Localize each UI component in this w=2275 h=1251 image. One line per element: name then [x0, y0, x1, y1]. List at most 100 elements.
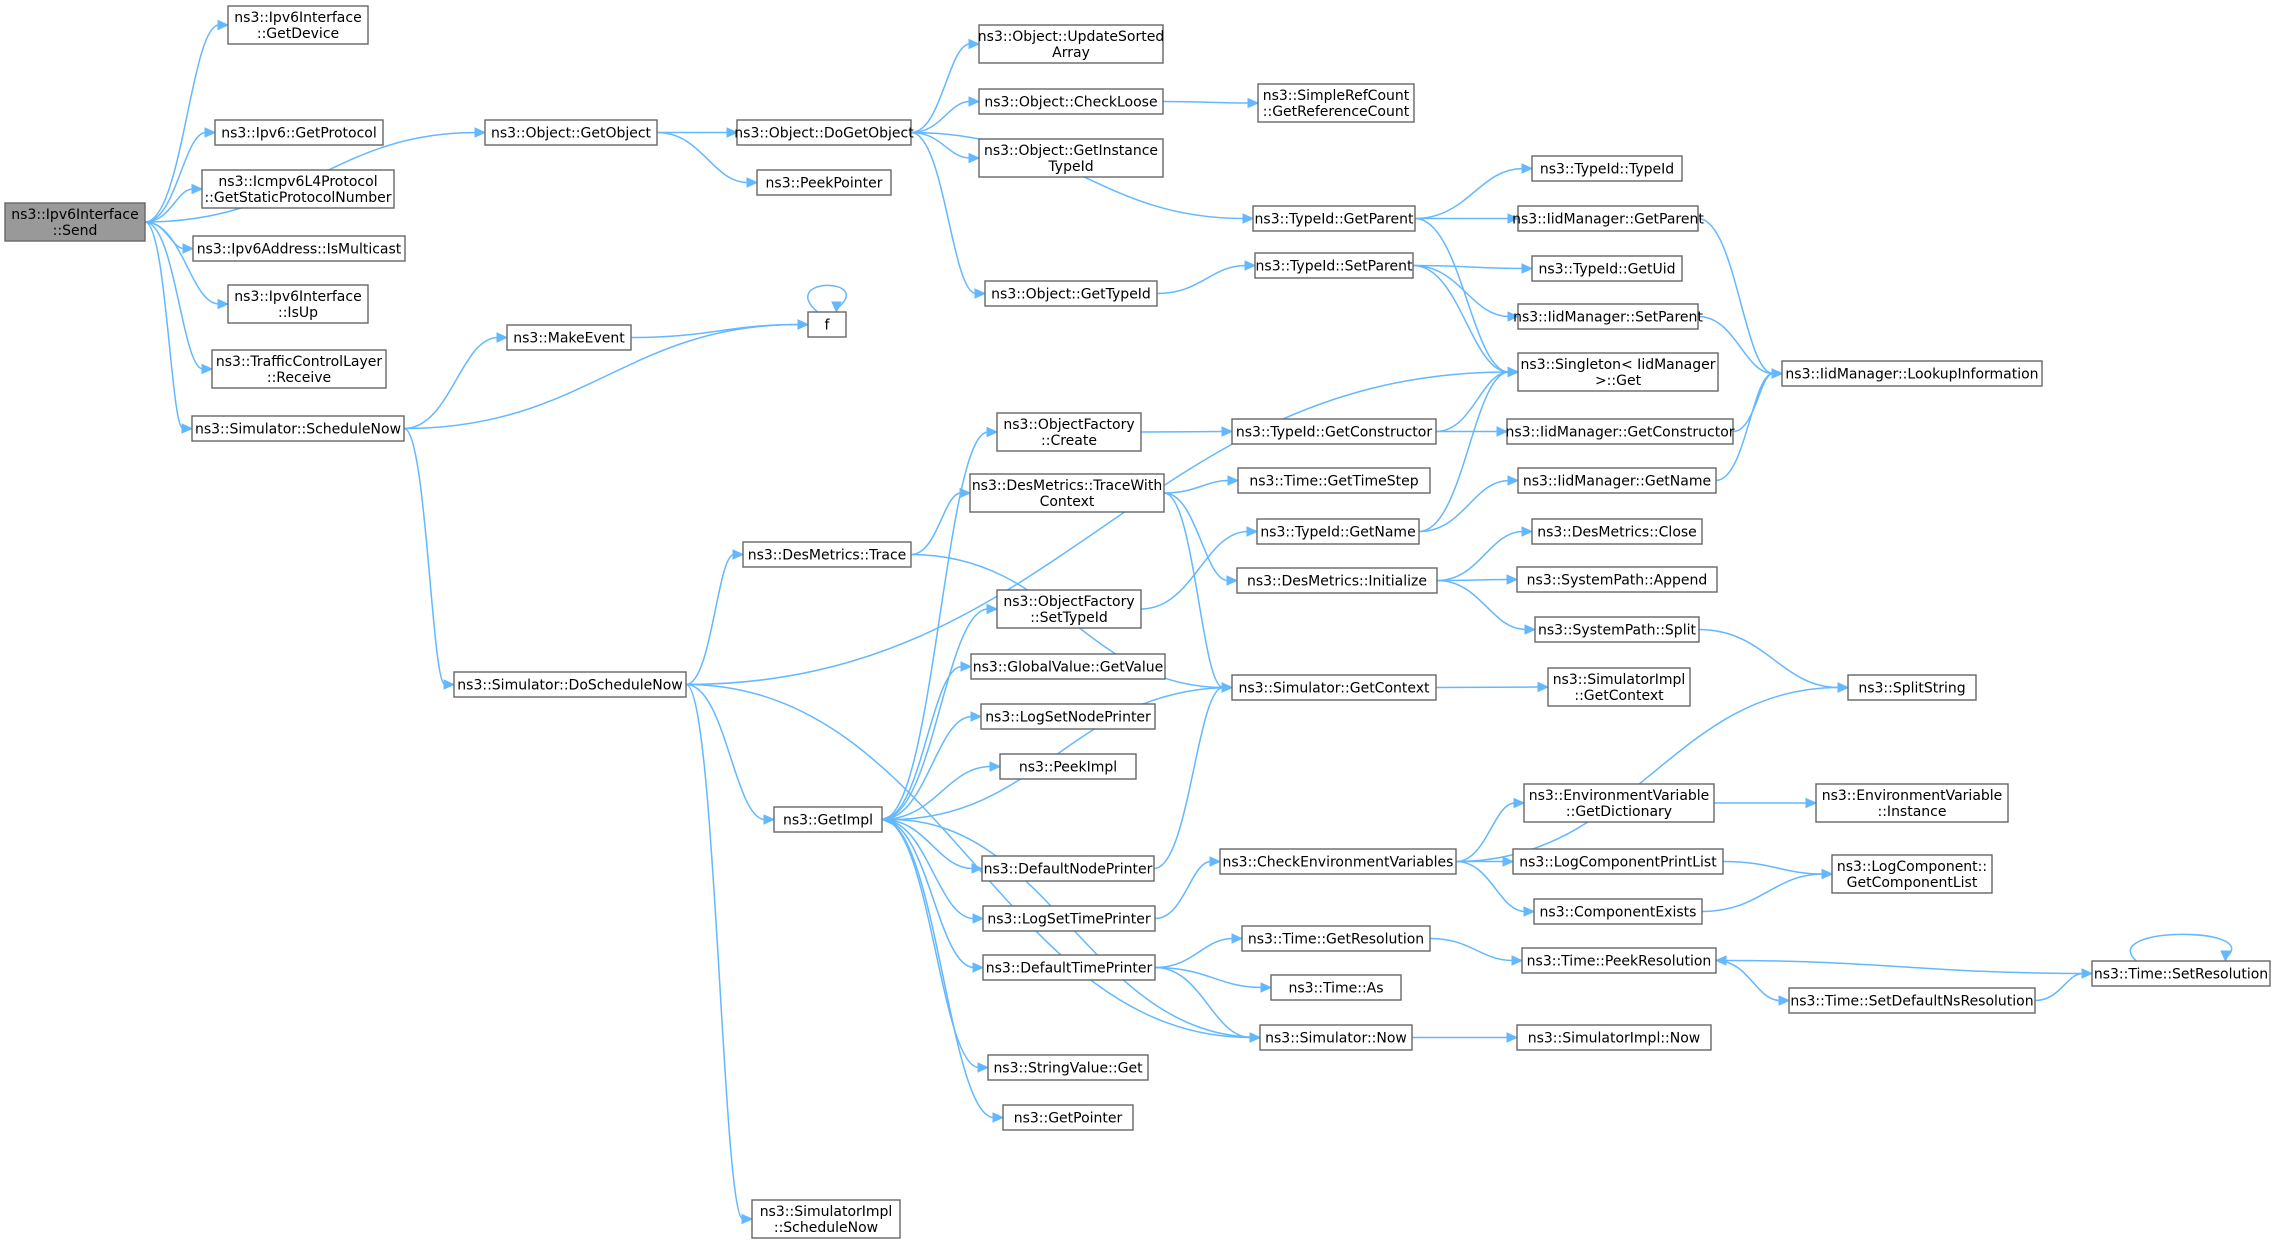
node-simimpl-schedulenow[interactable]: ns3::SimulatorImpl::ScheduleNow — [751, 1199, 901, 1239]
node-typeid-getparent[interactable]: ns3::TypeId::GetParent — [1252, 205, 1416, 232]
node-desmetrics-initialize[interactable]: ns3::DesMetrics::Initialize — [1236, 567, 1438, 594]
node-typeid-setparent[interactable]: ns3::TypeId::SetParent — [1254, 252, 1414, 279]
node-box — [751, 1199, 901, 1239]
node-time-as[interactable]: ns3::Time::As — [1270, 974, 1402, 1001]
edge-getimpl-to-peekimpl — [881, 761, 1002, 821]
node-time-peekresolution[interactable]: ns3::Time::PeekResolution — [1521, 947, 1717, 974]
node-makeevent[interactable]: ns3::MakeEvent — [506, 324, 632, 351]
edge-typeid-getparent-to-iid-getparent — [1415, 213, 1520, 224]
node-ipv6if-isup[interactable]: ns3::Ipv6Interface::IsUp — [227, 284, 369, 324]
node-peekpointer[interactable]: ns3::PeekPointer — [756, 169, 892, 196]
node-checkenvvars[interactable]: ns3::CheckEnvironmentVariables — [1219, 848, 1457, 875]
node-typeid-getuid[interactable]: ns3::TypeId::GetUid — [1531, 255, 1683, 282]
node-label: ns3::LogComponentPrintList — [1519, 855, 1717, 871]
node-simimpl-now[interactable]: ns3::SimulatorImpl::Now — [1516, 1024, 1712, 1051]
node-globalvalue-getvalue[interactable]: ns3::GlobalValue::GetValue — [970, 653, 1166, 680]
node-ipv6addr-ismulticast[interactable]: ns3::Ipv6Address::IsMulticast — [192, 235, 406, 262]
node-tcl-receive[interactable]: ns3::TrafficControlLayer::Receive — [211, 349, 387, 389]
node-iid-getparent[interactable]: ns3::IidManager::GetParent — [1512, 205, 1704, 232]
edge-obj-getobject-to-obj-dogetobject — [656, 127, 739, 138]
node-time-getresolution[interactable]: ns3::Time::GetResolution — [1241, 925, 1431, 952]
node-label: ns3::TypeId::GetUid — [1538, 262, 1675, 278]
node-logcomponentprintlist[interactable]: ns3::LogComponentPrintList — [1512, 848, 1724, 875]
node-logsettimeprinter[interactable]: ns3::LogSetTimePrinter — [982, 905, 1156, 932]
node-simplerefcount[interactable]: ns3::SimpleRefCount::GetReferenceCount — [1257, 83, 1415, 123]
edge-typeid-setparent-to-iid-setparent — [1412, 264, 1520, 322]
node-ipv6if-getdevice[interactable]: ns3::Ipv6Interface::GetDevice — [227, 5, 369, 45]
node-iid-setparent[interactable]: ns3::IidManager::SetParent — [1513, 303, 1703, 330]
node-iid-lookupinfo[interactable]: ns3::IidManager::LookupInformation — [1781, 360, 2043, 387]
edge-ipv6if-send-to-ipv6if-getdevice — [144, 19, 230, 223]
node-envvar-getdictionary[interactable]: ns3::EnvironmentVariable::GetDictionary — [1523, 783, 1715, 823]
node-iid-getname[interactable]: ns3::IidManager::GetName — [1517, 467, 1717, 494]
node-defaultnodeprinter[interactable]: ns3::DefaultNodePrinter — [981, 855, 1155, 882]
node-label: ns3::Time::SetResolution — [2094, 967, 2268, 983]
node-simimpl-getcontext[interactable]: ns3::SimulatorImpl::GetContext — [1547, 667, 1691, 707]
node-desmetrics-trace[interactable]: ns3::DesMetrics::Trace — [742, 541, 912, 568]
node-defaulttimeprinter[interactable]: ns3::DefaultTimePrinter — [982, 954, 1156, 981]
edge-sim-doschedulenow-to-simimpl-schedulenow — [685, 683, 754, 1225]
node-sim-now[interactable]: ns3::Simulator::Now — [1259, 1024, 1413, 1051]
node-systempath-split[interactable]: ns3::SystemPath::Split — [1534, 616, 1700, 643]
node-envvar-instance[interactable]: ns3::EnvironmentVariable::Instance — [1815, 783, 2009, 823]
node-sim-doschedulenow[interactable]: ns3::Simulator::DoScheduleNow — [453, 671, 687, 698]
node-box — [1534, 616, 1700, 643]
edge-obj-dogetobject-to-obj-updatesorted — [910, 38, 981, 134]
node-obj-gettypeid[interactable]: ns3::Object::GetTypeId — [984, 280, 1158, 307]
node-f[interactable]: f — [807, 311, 847, 338]
node-obj-dogetobject[interactable]: ns3::Object::DoGetObject — [734, 119, 914, 146]
node-ipv6if-send[interactable]: ns3::Ipv6Interface::Send — [4, 202, 146, 242]
node-sim-getcontext[interactable]: ns3::Simulator::GetContext — [1231, 674, 1437, 701]
node-time-gettimestep[interactable]: ns3::Time::GetTimeStep — [1237, 467, 1431, 494]
node-iid-getconstructor[interactable]: ns3::IidManager::GetConstructor — [1505, 418, 1735, 445]
node-getimpl[interactable]: ns3::GetImpl — [773, 806, 883, 833]
node-label: ns3::DesMetrics::Close — [1537, 525, 1697, 541]
edge-desmetrics-initialize-to-systempath-append — [1436, 574, 1519, 585]
node-box — [756, 169, 892, 196]
node-obj-checkloose[interactable]: ns3::Object::CheckLoose — [978, 88, 1164, 115]
node-time-setdefaultns[interactable]: ns3::Time::SetDefaultNsResolution — [1788, 987, 2036, 1014]
node-icmpv6-getstatic[interactable]: ns3::Icmpv6L4Protocol::GetStaticProtocol… — [201, 169, 395, 209]
node-label: ns3::IidManager::GetParent — [1512, 212, 1704, 228]
edge-defaultnodeprinter-to-sim-getcontext — [1153, 682, 1234, 870]
node-label: ns3::ObjectFactory — [1003, 594, 1134, 610]
node-label: ns3::GetPointer — [1014, 1111, 1123, 1127]
node-logcomponent-getlist[interactable]: ns3::LogComponent::GetComponentList — [1831, 854, 1993, 894]
node-desmetrics-close[interactable]: ns3::DesMetrics::Close — [1531, 518, 1703, 545]
node-typeid-getname[interactable]: ns3::TypeId::GetName — [1256, 518, 1420, 545]
edge-defaulttimeprinter-to-time-as — [1154, 966, 1273, 993]
node-systempath-append[interactable]: ns3::SystemPath::Append — [1516, 566, 1718, 593]
node-ipv6-getprotocol[interactable]: ns3::Ipv6::GetProtocol — [214, 119, 384, 146]
node-box — [1257, 83, 1415, 123]
node-getpointer[interactable]: ns3::GetPointer — [1002, 1104, 1134, 1131]
node-label: ns3::DefaultTimePrinter — [986, 961, 1153, 977]
node-splitstring[interactable]: ns3::SplitString — [1847, 674, 1977, 701]
node-peekimpl[interactable]: ns3::PeekImpl — [999, 753, 1137, 780]
node-stringvalue-get[interactable]: ns3::StringValue::Get — [987, 1054, 1149, 1081]
node-label: ::Send — [53, 223, 98, 239]
node-singleton-get[interactable]: ns3::Singleton< IidManager >::Get — [1517, 352, 1719, 392]
node-typeid-getconstructor[interactable]: ns3::TypeId::GetConstructor — [1231, 418, 1437, 445]
node-box — [1517, 352, 1719, 392]
node-box — [1270, 974, 1402, 1001]
node-logsetnodeprinter[interactable]: ns3::LogSetNodePrinter — [980, 703, 1156, 730]
node-objfactory-settypeid[interactable]: ns3::ObjectFactory::SetTypeId — [996, 589, 1142, 629]
edge-typeid-getparent-to-typeid-typeid — [1414, 163, 1534, 220]
node-box — [1521, 947, 1717, 974]
node-time-setresolution[interactable]: ns3::Time::SetResolution — [2091, 960, 2271, 987]
node-label: ns3::Object::GetObject — [491, 126, 652, 142]
edge-typeid-setparent-to-typeid-getuid — [1412, 263, 1534, 274]
node-box — [1252, 205, 1416, 232]
node-componentexists[interactable]: ns3::ComponentExists — [1533, 898, 1703, 925]
edge-time-peekresolution-to-time-setdefaultns — [1715, 959, 1791, 1006]
node-obj-getobject[interactable]: ns3::Object::GetObject — [484, 119, 658, 146]
node-objfactory-create[interactable]: ns3::ObjectFactory::Create — [996, 412, 1142, 452]
edge-getimpl-to-logsetnodeprinter — [881, 711, 983, 821]
node-typeid-typeid[interactable]: ns3::TypeId::TypeId — [1531, 155, 1683, 182]
node-box — [1531, 155, 1683, 182]
node-label: ns3::DesMetrics::TraceWith — [972, 478, 1162, 494]
node-sim-schedulenow[interactable]: ns3::Simulator::ScheduleNow — [191, 415, 405, 442]
